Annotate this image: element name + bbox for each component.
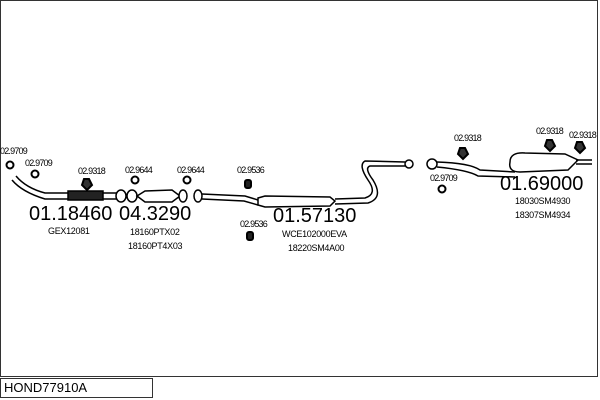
accessory-ref: 02.9536 (240, 219, 268, 229)
oem-number: GEX12081 (48, 226, 90, 236)
rear-flange (426, 158, 438, 170)
tailpipe (576, 159, 592, 165)
hanger-icon (543, 139, 557, 153)
accessory-ref: 02.9536 (237, 165, 265, 175)
middle-silencer (257, 195, 337, 208)
gasket-icon (130, 175, 140, 185)
accessory-ref: 02.9318 (454, 133, 482, 143)
middle-pipe-rear (334, 160, 406, 205)
hanger-icon (80, 178, 94, 192)
mountings (5, 139, 587, 241)
middle-flange (193, 189, 203, 203)
hanger-icon (573, 141, 587, 155)
front-pipe-flange (115, 189, 127, 203)
middle-pipe-front (201, 193, 259, 206)
accessory-ref: 02.9318 (78, 166, 106, 176)
diagram-frame (0, 0, 598, 377)
accessory-ref: 02.9709 (25, 158, 53, 168)
rear-pipe (436, 161, 516, 178)
gasket-icon (30, 169, 40, 179)
part-number: 01.69000 (500, 173, 584, 195)
middle-pipe-end (404, 159, 414, 169)
oem-number: 18220SM4A00 (288, 243, 345, 253)
oem-number: 18160PT4X03 (128, 241, 183, 251)
gasket-icon (437, 184, 447, 194)
rear-silencer (508, 152, 580, 173)
front-pipe (11, 179, 70, 200)
part-number: 01.18460 (29, 203, 113, 225)
gasket-icon (5, 160, 15, 170)
accessory-ref: 02.9644 (177, 165, 205, 175)
oem-number: 18160PTX02 (130, 227, 180, 237)
accessory-ref: 02.9318 (569, 130, 597, 140)
part-number: 04.3290 (119, 203, 192, 225)
oem-number: WCE102000EVA (282, 229, 347, 239)
front-pipe-end (103, 192, 118, 200)
catalyst-flange-rear (178, 189, 188, 203)
gasket-icon (182, 175, 192, 185)
flex-pipe (67, 190, 104, 201)
rubber-mount-icon (246, 231, 254, 241)
diagram-title: HOND77910A (0, 378, 153, 398)
accessory-ref: 02.9644 (125, 165, 153, 175)
oem-number: 18030SM4930 (515, 196, 571, 206)
catalyst-flange (126, 189, 138, 203)
front-pipe-outer (15, 175, 70, 194)
part-number: 01.57130 (273, 205, 357, 227)
accessory-ref: 02.9318 (536, 126, 564, 136)
oem-number: 18307SM4934 (515, 210, 571, 220)
rubber-mount-icon (244, 179, 252, 189)
accessory-ref: 02.9709 (430, 173, 458, 183)
hanger-icon (456, 147, 470, 161)
accessory-ref: 02.9709 (0, 146, 28, 156)
catalyst-body (135, 189, 182, 203)
pipes (11, 152, 592, 208)
